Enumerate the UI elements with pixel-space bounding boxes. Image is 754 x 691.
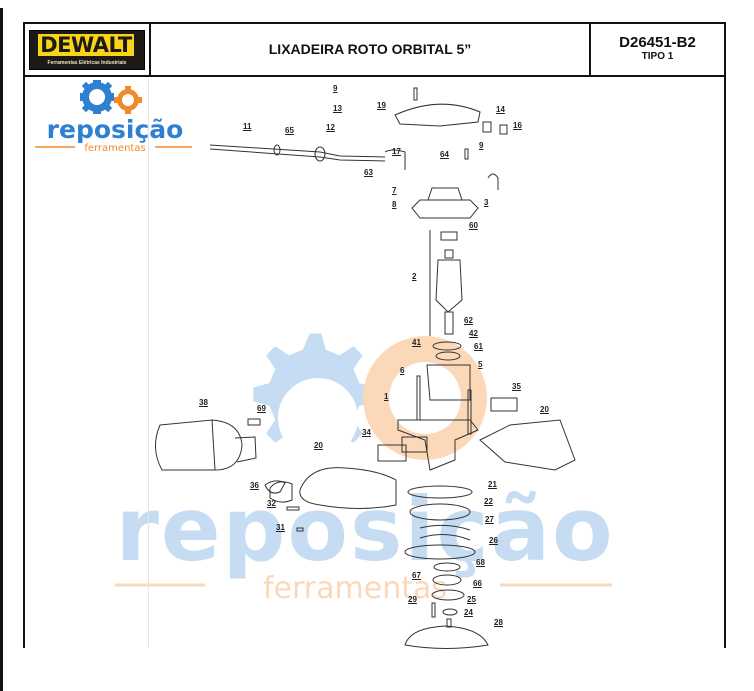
part-number-label: 68 (476, 558, 485, 567)
logo-wordmark: reposição (47, 115, 184, 144)
model-type: TIPO 1 (641, 50, 674, 62)
logo-tagline: ferramentas (84, 143, 145, 154)
dewalt-logo: DEWALT Ferramentas Elétricas Industriais (29, 30, 145, 70)
part-number-label: 60 (469, 221, 478, 230)
part-number-label: 3 (484, 198, 489, 207)
logo-blue-gear-icon (80, 80, 114, 114)
part-number-label: 12 (326, 123, 335, 132)
part-number-label: 28 (494, 618, 503, 627)
part-number-label: 14 (496, 105, 505, 114)
part-number-label: 66 (473, 579, 482, 588)
part-number-label: 9 (333, 84, 338, 93)
model-cell: D26451-B2 TIPO 1 (589, 22, 724, 75)
sheet-frame (23, 22, 726, 648)
part-number-label: 34 (362, 428, 371, 437)
part-number-label: 2 (412, 272, 417, 281)
part-number-label: 65 (285, 126, 294, 135)
part-number-label: 32 (267, 499, 276, 508)
page-edge-line (0, 8, 3, 691)
part-number-label: 29 (408, 595, 417, 604)
reposicao-logo: reposição ferramentas (35, 80, 192, 154)
exploded-view-area (148, 79, 581, 648)
part-number-label: 26 (489, 536, 498, 545)
part-number-label: 36 (250, 481, 259, 490)
header-logo-cell: DEWALT Ferramentas Elétricas Industriais (23, 22, 151, 75)
part-number-label: 38 (199, 398, 208, 407)
page-title: LIXADEIRA ROTO ORBITAL 5” (268, 40, 472, 57)
part-number-label: 31 (276, 523, 285, 532)
part-number-label: 1 (384, 392, 389, 401)
part-number-label: 62 (464, 316, 473, 325)
dewalt-wordmark: DEWALT (38, 34, 134, 56)
part-number-label: 8 (392, 200, 397, 209)
part-number-label: 20 (540, 405, 549, 414)
part-number-label: 5 (478, 360, 483, 369)
part-number-label: 25 (467, 595, 476, 604)
part-number-label: 61 (474, 342, 483, 351)
part-number-label: 20 (314, 441, 323, 450)
part-number-label: 21 (488, 480, 497, 489)
part-number-label: 35 (512, 382, 521, 391)
part-number-label: 42 (469, 329, 478, 338)
part-number-label: 63 (364, 168, 373, 177)
part-number-label: 6 (400, 366, 405, 375)
part-number-label: 9 (479, 141, 484, 150)
part-number-label: 67 (412, 571, 421, 580)
logo-orange-gear-icon (114, 86, 142, 114)
part-number-label: 22 (484, 497, 493, 506)
part-number-label: 7 (392, 186, 397, 195)
sheet-header: DEWALT Ferramentas Elétricas Industriais… (23, 22, 726, 77)
part-number-label: 13 (333, 104, 342, 113)
part-number-label: 16 (513, 121, 522, 130)
part-number-label: 27 (485, 515, 494, 524)
part-number-label: 64 (440, 150, 449, 159)
part-number-label: 19 (377, 101, 386, 110)
model-code: D26451-B2 (619, 33, 696, 51)
part-number-label: 11 (243, 122, 252, 131)
part-number-label: 24 (464, 608, 473, 617)
part-number-label: 17 (392, 147, 401, 156)
dewalt-tagline: Ferramentas Elétricas Industriais (47, 60, 127, 66)
part-number-label: 69 (257, 404, 266, 413)
part-number-label: 41 (412, 338, 421, 347)
